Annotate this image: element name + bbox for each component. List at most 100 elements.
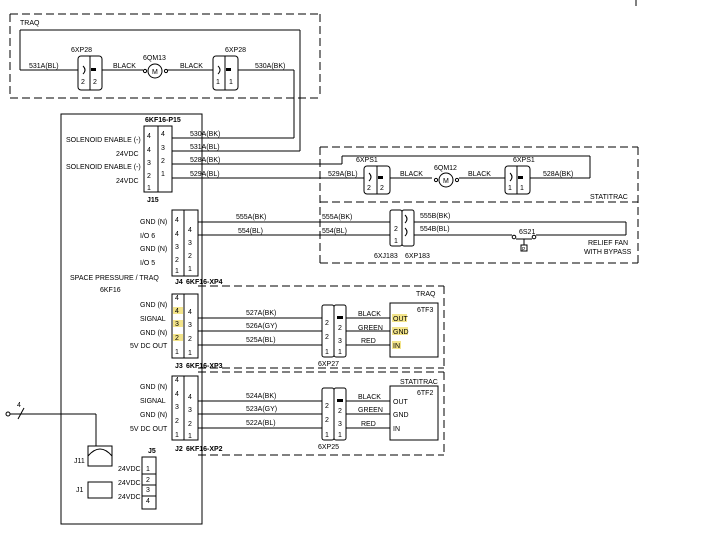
svg-text:4: 4	[147, 147, 151, 154]
wire-527a-bk: 527A(BK)	[246, 310, 276, 317]
motor-6qm13: 6QM13 M	[142, 55, 169, 79]
traq-top-enclosure: TRAQ	[9, 13, 321, 99]
xp27-label: 6XP27	[318, 361, 339, 368]
j2-pin-label: SIGNAL	[140, 398, 166, 405]
svg-text:4: 4	[161, 131, 165, 138]
tf3-terminal: OUT	[393, 316, 409, 323]
svg-text:P: P	[522, 247, 526, 253]
connector-j5: J5 1 2 3 4 24VDC 24VDC 24VDC	[118, 448, 157, 510]
tf3-label: 6TF3	[417, 307, 433, 314]
j15-pin-label: SOLENOID ENABLE (-)	[66, 164, 141, 171]
connector-6xps1-left: 6XPS1 2 2	[356, 157, 391, 195]
svg-text:4: 4	[175, 391, 179, 398]
svg-text:2: 2	[188, 336, 192, 343]
tf2-terminal: OUT	[393, 399, 409, 406]
wire-528a-bk-j15: 528A(BK)	[190, 157, 220, 164]
svg-text:1: 1	[229, 79, 233, 86]
svg-text:1: 1	[216, 79, 220, 86]
connector-6xps1-right: 6XPS1 1 1	[504, 157, 535, 195]
svg-text:4: 4	[147, 133, 151, 140]
wire-554-bl-1: 554(BL)	[238, 228, 263, 235]
traq-sensor-enclosure: TRAQ	[198, 285, 445, 369]
xp3-label: 6KF16-XP3	[186, 363, 223, 370]
svg-text:3: 3	[188, 407, 192, 414]
svg-text:2: 2	[325, 403, 329, 410]
traq-top-wiring: 531A(BL) BLACK BLACK 530A(BK)	[19, 29, 300, 138]
connector-6xp28-right: 6XP28 1 1	[212, 47, 246, 91]
svg-text:2: 2	[325, 334, 329, 341]
wire-528a-bk: 528A(BK)	[543, 171, 573, 178]
wire-526a-gy: 526A(GY)	[246, 323, 277, 330]
xp28-right-label: 6XP28	[225, 47, 246, 54]
j4-pin-label: I/O 5	[140, 260, 155, 267]
statitrac-color-red: RED	[361, 421, 376, 428]
xp183-label: 6XP183	[405, 253, 430, 260]
svg-text:3: 3	[175, 321, 179, 328]
statitrac-label: STATITRAC	[590, 194, 628, 201]
external-wire-4: 4	[5, 402, 97, 446]
wire-555b-bk: 555B(BK)	[420, 213, 450, 220]
j4-pin-label: GND (N)	[140, 219, 167, 226]
svg-text:4: 4	[175, 295, 179, 302]
svg-text:1: 1	[508, 185, 512, 192]
wire-555a-bk-2: 555A(BK)	[322, 214, 352, 221]
svg-text:2: 2	[188, 253, 192, 260]
svg-text:3: 3	[161, 145, 165, 152]
xp4-label: 6KF16-XP4	[186, 279, 223, 286]
svg-text:4: 4	[175, 217, 179, 224]
wire-555a-bk-1: 555A(BK)	[236, 214, 266, 221]
connector-6xj183-6xp183: 2 1 6XJ183 6XP183	[374, 209, 430, 260]
wire-524a-bk: 524A(BK)	[246, 393, 276, 400]
motor-m-glyph: M	[443, 178, 449, 185]
traq-color-black: BLACK	[358, 311, 381, 318]
j5-label: J5	[148, 448, 156, 455]
wire-522a-bl: 522A(BL)	[246, 420, 276, 427]
svg-text:1: 1	[338, 349, 342, 356]
qm12-label: 6QM12	[434, 165, 457, 172]
connector-6xp27: 2 2 1 2 3 1 6XP27	[318, 304, 347, 368]
motor-m-glyph: M	[152, 69, 158, 76]
wire-525a-bl: 525A(BL)	[246, 337, 276, 344]
wire-529a-bl-j15: 529A(BL)	[190, 171, 220, 178]
wire-black-4: BLACK	[468, 171, 491, 178]
traq-color-red: RED	[361, 338, 376, 345]
j15-wires: 530A(BK) 531A(BL) 528A(BK) 529A(BL)	[172, 30, 368, 179]
wire-black-3: BLACK	[400, 171, 423, 178]
svg-text:4: 4	[188, 309, 192, 316]
svg-text:3: 3	[175, 404, 179, 411]
svg-text:2: 2	[380, 185, 384, 192]
svg-text:3: 3	[338, 421, 342, 428]
wire-554b-bl: 554B(BL)	[420, 226, 450, 233]
svg-text:2: 2	[146, 477, 150, 484]
traq-color-green: GREEN	[358, 325, 383, 332]
svg-text:1: 1	[338, 432, 342, 439]
svg-text:4: 4	[175, 231, 179, 238]
xp2-label: 6KF16-XP2	[186, 446, 223, 453]
statitrac-sensor-wiring: 524A(BK) 523A(GY) 522A(BL) BLACK GREEN R…	[198, 393, 390, 429]
controller-ref: 6KF16	[100, 287, 121, 294]
j15-pin-label: SOLENOID ENABLE (-)	[66, 137, 141, 144]
j5-pin-label: 24VDC	[118, 466, 141, 473]
connector-j1: J1	[76, 481, 113, 499]
s21-label: 6S21	[519, 229, 535, 236]
wire-523a-gy: 523A(GY)	[246, 406, 277, 413]
statitrac-color-green: GREEN	[358, 407, 383, 414]
svg-text:1: 1	[161, 171, 165, 178]
relief-fan-line2: WITH BYPASS	[584, 249, 632, 256]
connector-j11: J11	[74, 445, 113, 467]
j3-pin-label: GND (N)	[140, 302, 167, 309]
xps1-left-label: 6XPS1	[356, 157, 378, 164]
tf2-terminal: GND	[393, 412, 409, 419]
j2-label: J2	[175, 446, 183, 453]
traq-top-label: TRAQ	[20, 20, 40, 27]
traq-sensor-wiring: 527A(BK) 526A(GY) 525A(BL) BLACK GREEN R…	[198, 310, 390, 346]
svg-text:2: 2	[81, 79, 85, 86]
motor-6qm12: 6QM12 M	[433, 165, 460, 188]
connector-j2: 4 4 3 2 1 4 3 2 1 J2 6KF16-XP2 GND (N) S…	[130, 375, 223, 453]
j2-pin-label: GND (N)	[140, 412, 167, 419]
svg-text:2: 2	[147, 173, 151, 180]
wire-black-2: BLACK	[180, 63, 203, 70]
xj183-label: 6XJ183	[374, 253, 398, 260]
wire-531a-bl-top: 531A(BL)	[29, 63, 59, 70]
